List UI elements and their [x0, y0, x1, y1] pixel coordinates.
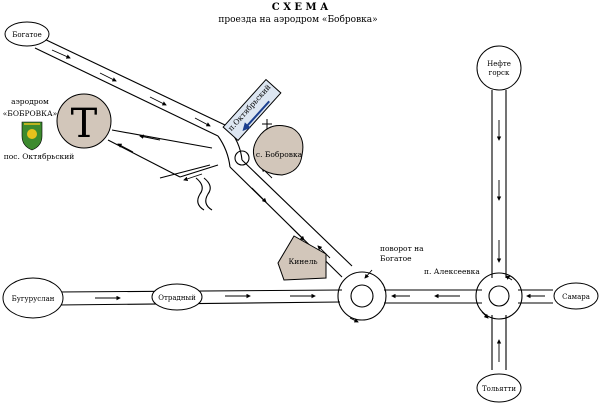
map-title: С Х Е М А — [272, 2, 329, 13]
town-buguruslan: Бугуруслан — [2, 277, 64, 319]
town-tolyatti: Тольятти — [476, 373, 522, 403]
town-tolyatti-label: Тольятти — [482, 385, 516, 393]
airfield-settlement-label: пос. Октябрьский — [4, 152, 75, 161]
town-otradny: Отрадный — [151, 283, 203, 311]
town-otradny-label: Отрадный — [158, 294, 196, 302]
town-neftegorsk-label-1: Нефте — [487, 60, 511, 68]
town-neftegorsk: Нефте горск — [476, 45, 522, 91]
area-kinel: Кинель — [277, 235, 327, 281]
town-neftegorsk-label-2: горск — [489, 69, 510, 77]
turn-label-1: поворот на — [380, 244, 424, 253]
town-buguruslan-label: Бугуруслан — [12, 295, 55, 303]
runway-symbol: T — [71, 101, 98, 147]
airfield-label-2: «БОБРОВКА» — [3, 109, 58, 118]
turn-label-2: Богатое — [380, 254, 412, 263]
alekseevka-label: п. Алексеевка — [424, 267, 480, 276]
direction-arrows — [51, 49, 545, 362]
airfield-emblem-icon — [21, 121, 43, 151]
town-bogatoe-label: Богатое — [12, 31, 41, 39]
airfield-label-1: аэродром — [11, 97, 49, 106]
map-subtitle: проезда на аэродром «Бобровка» — [218, 14, 377, 25]
area-kinel-label: Кинель — [288, 257, 317, 266]
runway-t-icon: T — [56, 93, 112, 149]
town-samara-label: Самара — [562, 293, 590, 301]
roads — [34, 36, 553, 370]
town-bogatoe: Богатое — [4, 21, 50, 47]
area-bobrovka-label: с. Бобровка — [256, 150, 303, 159]
town-samara: Самара — [553, 282, 599, 310]
airfield: аэродром «БОБРОВКА» пос. Октябрьский T — [3, 93, 112, 161]
area-bobrovka: с. Бобровка — [252, 125, 304, 176]
